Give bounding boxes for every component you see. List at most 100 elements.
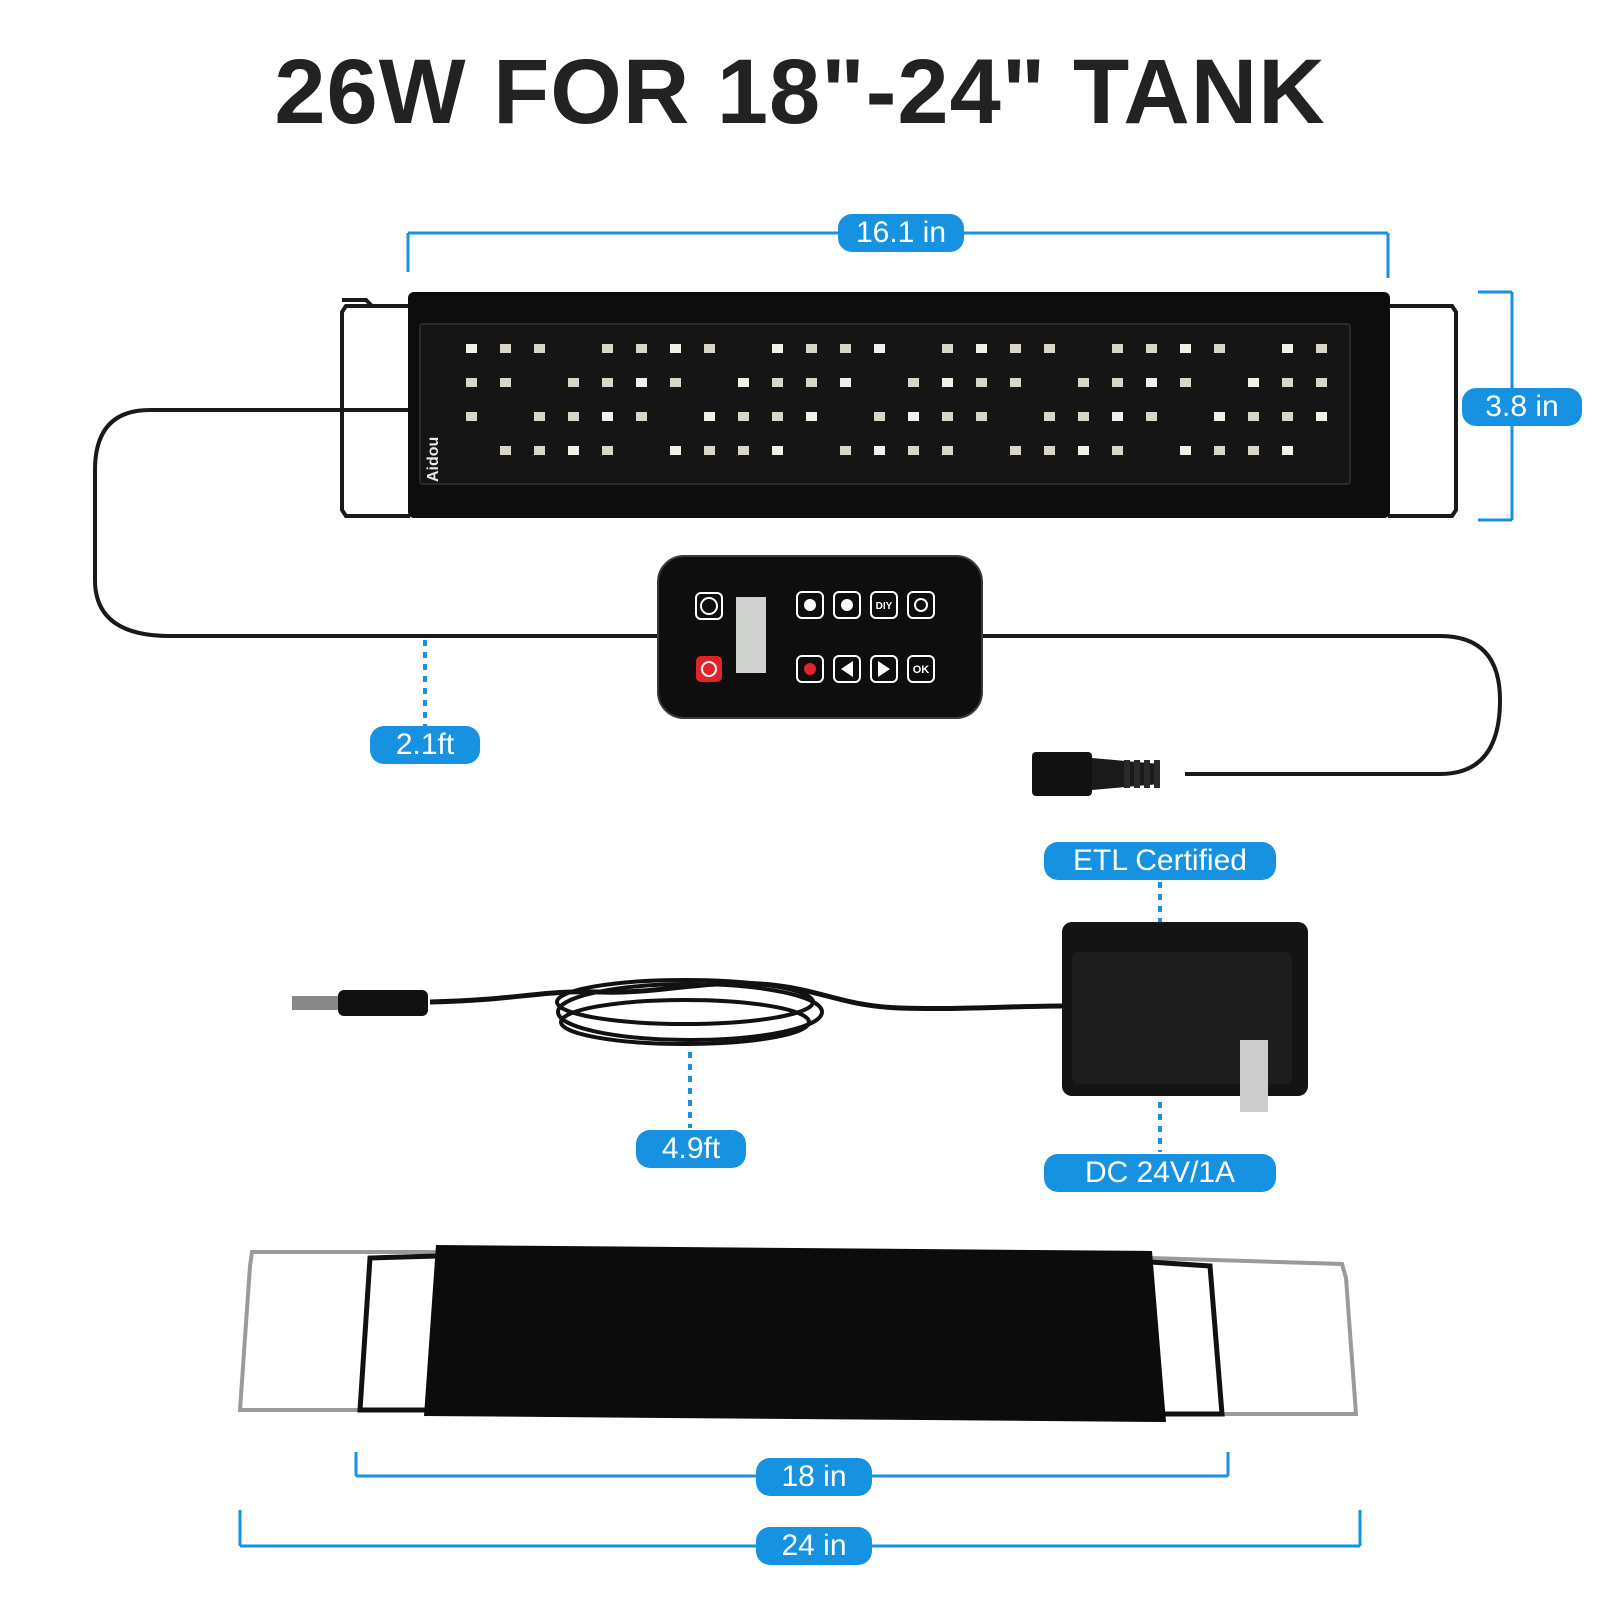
arrow-left-icon <box>841 661 853 677</box>
led-chip <box>738 446 749 455</box>
led-chip <box>772 378 783 387</box>
led-chip <box>534 412 545 421</box>
led-chip <box>942 412 953 421</box>
diy-label: DIY <box>876 601 893 612</box>
led-chip <box>874 412 885 421</box>
led-chip <box>840 378 851 387</box>
led-chip <box>1010 378 1021 387</box>
led-chip <box>1146 344 1157 353</box>
led-chip <box>976 344 987 353</box>
color-button[interactable] <box>796 655 824 683</box>
arrow-right-icon <box>878 661 890 677</box>
label-rating: DC 24V/1A <box>1044 1154 1276 1192</box>
led-chip <box>976 412 987 421</box>
led-chip <box>500 446 511 455</box>
led-chip <box>1044 446 1055 455</box>
brand-logo: Aidou <box>425 437 442 482</box>
led-chip <box>840 446 851 455</box>
led-chip <box>466 378 477 387</box>
right-button[interactable] <box>870 655 898 683</box>
power-adapter <box>292 922 1308 1112</box>
led-chip <box>772 344 783 353</box>
led-chip <box>568 378 579 387</box>
clock-icon <box>700 597 718 615</box>
label-adapter-cable: 4.9ft <box>636 1130 746 1168</box>
label-top-length: 16.1 in <box>838 214 964 252</box>
led-chip <box>466 344 477 353</box>
sun-icon <box>804 599 816 611</box>
led-chip <box>1316 344 1327 353</box>
led-chip <box>534 446 545 455</box>
led-chip <box>1214 344 1225 353</box>
ok-label: OK <box>913 664 930 676</box>
led-chip <box>942 344 953 353</box>
clock-button[interactable] <box>695 592 723 620</box>
led-chip <box>1078 412 1089 421</box>
led-chip <box>1078 378 1089 387</box>
led-chip <box>1316 378 1327 387</box>
led-chip <box>806 412 817 421</box>
led-chip <box>874 344 885 353</box>
label-height: 3.8 in <box>1462 388 1582 426</box>
led-chip <box>908 378 919 387</box>
ok-button[interactable]: OK <box>907 655 935 683</box>
label-24in: 24 in <box>756 1527 872 1565</box>
led-chip <box>602 412 613 421</box>
led-chip <box>500 344 511 353</box>
led-chip <box>568 412 579 421</box>
controller <box>657 555 983 719</box>
sun-button[interactable] <box>796 591 824 619</box>
auto-icon <box>914 598 928 612</box>
light-fixture-top <box>408 292 1390 518</box>
led-chip <box>772 446 783 455</box>
led-chip <box>670 446 681 455</box>
led-chip <box>772 412 783 421</box>
led-chip <box>1112 446 1123 455</box>
led-chip <box>1214 412 1225 421</box>
led-chip <box>670 344 681 353</box>
led-chip <box>568 446 579 455</box>
led-chip <box>1146 412 1157 421</box>
led-chip <box>1180 344 1191 353</box>
led-chip <box>738 412 749 421</box>
dc-connector-female <box>1032 752 1160 796</box>
led-chip <box>908 446 919 455</box>
led-chip <box>1282 378 1293 387</box>
led-chip <box>534 344 545 353</box>
led-chip <box>670 378 681 387</box>
led-chip <box>1282 412 1293 421</box>
led-chip <box>1044 344 1055 353</box>
led-chip <box>1010 446 1021 455</box>
led-chip <box>636 412 647 421</box>
label-controller-cable: 2.1ft <box>370 726 480 764</box>
led-chip <box>942 378 953 387</box>
led-chip <box>602 446 613 455</box>
led-chip <box>1248 412 1259 421</box>
moon-button[interactable] <box>833 591 861 619</box>
led-chip <box>1112 344 1123 353</box>
diy-button[interactable]: DIY <box>870 591 898 619</box>
led-chip <box>1282 446 1293 455</box>
led-chip <box>1146 378 1157 387</box>
mounting-bracket-right <box>1388 304 1458 518</box>
led-chip <box>636 378 647 387</box>
led-chip <box>704 412 715 421</box>
left-button[interactable] <box>833 655 861 683</box>
led-chip <box>1248 446 1259 455</box>
led-chip <box>806 344 817 353</box>
label-etl-certified: ETL Certified <box>1044 842 1276 880</box>
led-chip <box>1078 446 1089 455</box>
power-button[interactable] <box>696 656 722 682</box>
led-chip <box>1316 412 1327 421</box>
moon-icon <box>841 599 853 611</box>
led-chip <box>1044 412 1055 421</box>
led-chip <box>908 412 919 421</box>
auto-button[interactable] <box>907 591 935 619</box>
led-chip <box>840 344 851 353</box>
led-chip <box>1010 344 1021 353</box>
led-chip <box>1180 378 1191 387</box>
controller-cable <box>980 634 1503 776</box>
led-chip <box>942 446 953 455</box>
led-chip <box>602 378 613 387</box>
